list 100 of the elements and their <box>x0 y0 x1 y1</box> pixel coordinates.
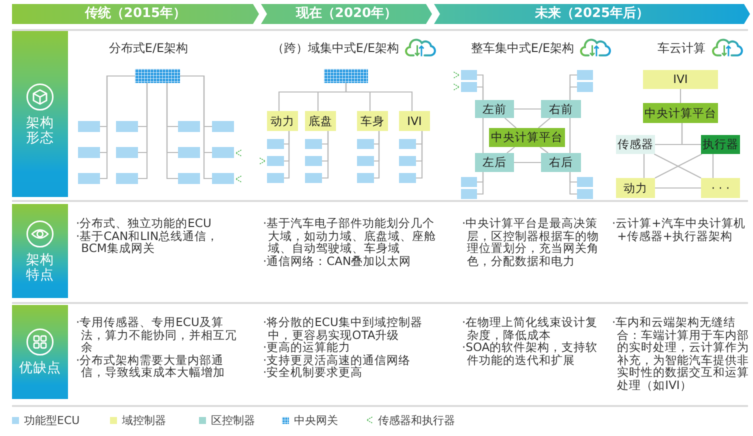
zone-controller-box: 右后 <box>541 153 581 172</box>
ecu-box <box>116 173 138 184</box>
bullet-text: ·SOA的软件架构，支持软件功能的迭代和扩展 <box>462 341 599 366</box>
bullet-text: ·更高的运算能力 <box>263 341 351 354</box>
connector-line <box>284 131 290 179</box>
ecu-box <box>178 121 200 132</box>
gateway-box <box>324 69 368 83</box>
gateway-box <box>135 69 180 83</box>
ecu-box <box>461 82 477 92</box>
ecu-box <box>399 156 416 166</box>
bullet-text: ·专用传感器、专用ECU及算法，算力不能协同，并相互冗余 <box>76 316 238 354</box>
row-header-panel <box>12 204 68 298</box>
ecu-box <box>305 139 322 149</box>
row-header-panel <box>12 305 68 399</box>
connector-line <box>514 108 541 110</box>
ecu-box <box>357 139 374 149</box>
domain-controller-box: IVI <box>399 111 430 131</box>
bullet-text: ·在物理上简化线束设计复杂度，降低成本 <box>462 316 599 342</box>
connector-line <box>643 154 645 178</box>
ecu-box <box>577 70 593 80</box>
sensor-box: 传感器 <box>616 135 655 154</box>
component-box: · · · <box>701 178 740 198</box>
bullet-text: ·中央计算平台是最高决策层，区控制器根据车的物理位置划分，充当网关角色，分配数据和电力 <box>462 217 600 268</box>
connector-line <box>322 131 329 179</box>
connector-line <box>712 154 714 178</box>
row-header-label: 架构形态 <box>25 116 55 146</box>
column-title: 车云计算 <box>658 40 706 56</box>
ecu-box <box>461 189 477 199</box>
bullet-text: ·云计算+汽车中央计算机+传感器+执行器架构 <box>612 217 746 242</box>
connector-line <box>538 118 551 128</box>
ecu-box <box>577 82 593 92</box>
domain-controller-box: 底盘 <box>305 111 336 131</box>
ecu-box <box>305 156 322 166</box>
connector-line <box>655 187 701 189</box>
bullet-text: ·分布式架构需要大量内部通信，导致线束成本大幅增加 <box>76 354 226 379</box>
column-title: 整车集中式E/E架构 <box>470 40 574 56</box>
ecu-box <box>399 173 416 183</box>
column-title: （跨）域集中式E/E架构 <box>272 40 400 56</box>
ecu-box <box>399 139 416 149</box>
ecu-box <box>116 121 138 132</box>
connector-line <box>138 83 148 180</box>
zone-controller-box: 左后 <box>475 153 514 172</box>
ecu-box <box>116 147 138 158</box>
connector-line <box>506 146 515 154</box>
legend-label: 功能型ECU <box>24 412 80 428</box>
ecu-box <box>78 121 100 132</box>
bullet-text: ·基于CAN和LIN总线通信，BCM集成网关 <box>76 230 220 255</box>
legend-label: 传感器和执行器 <box>378 412 455 428</box>
connector-line <box>100 75 135 180</box>
bullet-text: ·将分散的ECU集中到域控制器中，更容易实现OTA升级 <box>263 316 424 342</box>
connector-line <box>681 123 701 146</box>
connector-line <box>166 83 178 180</box>
ecu-box <box>305 173 322 183</box>
phase-banner: 未来（2025年后） <box>434 4 750 24</box>
bullet-text: ·基于汽车电子部件功能划分几个大域，如动力域、底盘域、座舱域、自动驾驶域、车身域 <box>263 217 438 255</box>
component-box: IVI <box>643 70 718 89</box>
ecu-box <box>267 139 284 149</box>
ecu-box <box>267 173 284 183</box>
connector-line <box>180 75 212 180</box>
connector-line <box>540 146 548 154</box>
ecu-box <box>212 121 234 132</box>
ecu-box <box>461 70 477 80</box>
legend-label: 中央网关 <box>294 412 338 428</box>
ecu-box <box>357 173 374 183</box>
zone-controller-box: 右前 <box>541 100 581 118</box>
domain-controller-box: 动力 <box>267 111 298 131</box>
zone-controller-box: 左前 <box>475 100 514 118</box>
row-header-panel <box>12 31 68 197</box>
ecu-box <box>212 147 234 158</box>
ecu-box <box>212 173 234 184</box>
connector-line <box>477 172 484 195</box>
legend-label: 域控制器 <box>122 412 166 428</box>
ecu-box <box>267 156 284 166</box>
ecu-box <box>78 147 100 158</box>
connector-line <box>416 131 423 179</box>
phase-banner: 现在（2020年） <box>261 4 432 24</box>
ecu-box <box>178 173 200 184</box>
connector-line <box>504 118 517 128</box>
ecu-box <box>357 156 374 166</box>
connector-line <box>482 118 484 153</box>
bullet-text: ·通信网络：CAN叠加以太网 <box>263 254 412 268</box>
row-header-label: 优缺点 <box>19 361 61 376</box>
legend-label: 区控制器 <box>211 412 255 428</box>
component-box: 动力 <box>616 178 655 198</box>
connector-line <box>569 118 571 153</box>
bullet-text: ·支持更灵活高速的通信网络 <box>263 354 412 366</box>
connector-line <box>569 172 577 195</box>
connector-line <box>477 86 484 100</box>
actuator-box: 执行器 <box>701 135 740 154</box>
computing-platform-box: 中央计算平台 <box>643 103 718 123</box>
ecu-box <box>178 147 200 158</box>
phase-banner: 传统（2015年） <box>12 4 259 24</box>
connector-line <box>569 86 577 100</box>
bullet-text: ·车内和云端架构无缝结合：车端计算用于车内部的实时处理，云计算作为补充，为智能汽车提供非实时性的数据交互和运算处理（如IVI） <box>612 316 750 392</box>
connector-line <box>514 162 541 164</box>
computing-platform-box: 中央计算平台 <box>489 128 565 147</box>
row-header-label: 架构特点 <box>25 252 55 282</box>
domain-controller-box: 车身 <box>357 111 388 131</box>
ecu-box <box>461 177 477 187</box>
column-title: 分布式E/E架构 <box>108 40 188 56</box>
